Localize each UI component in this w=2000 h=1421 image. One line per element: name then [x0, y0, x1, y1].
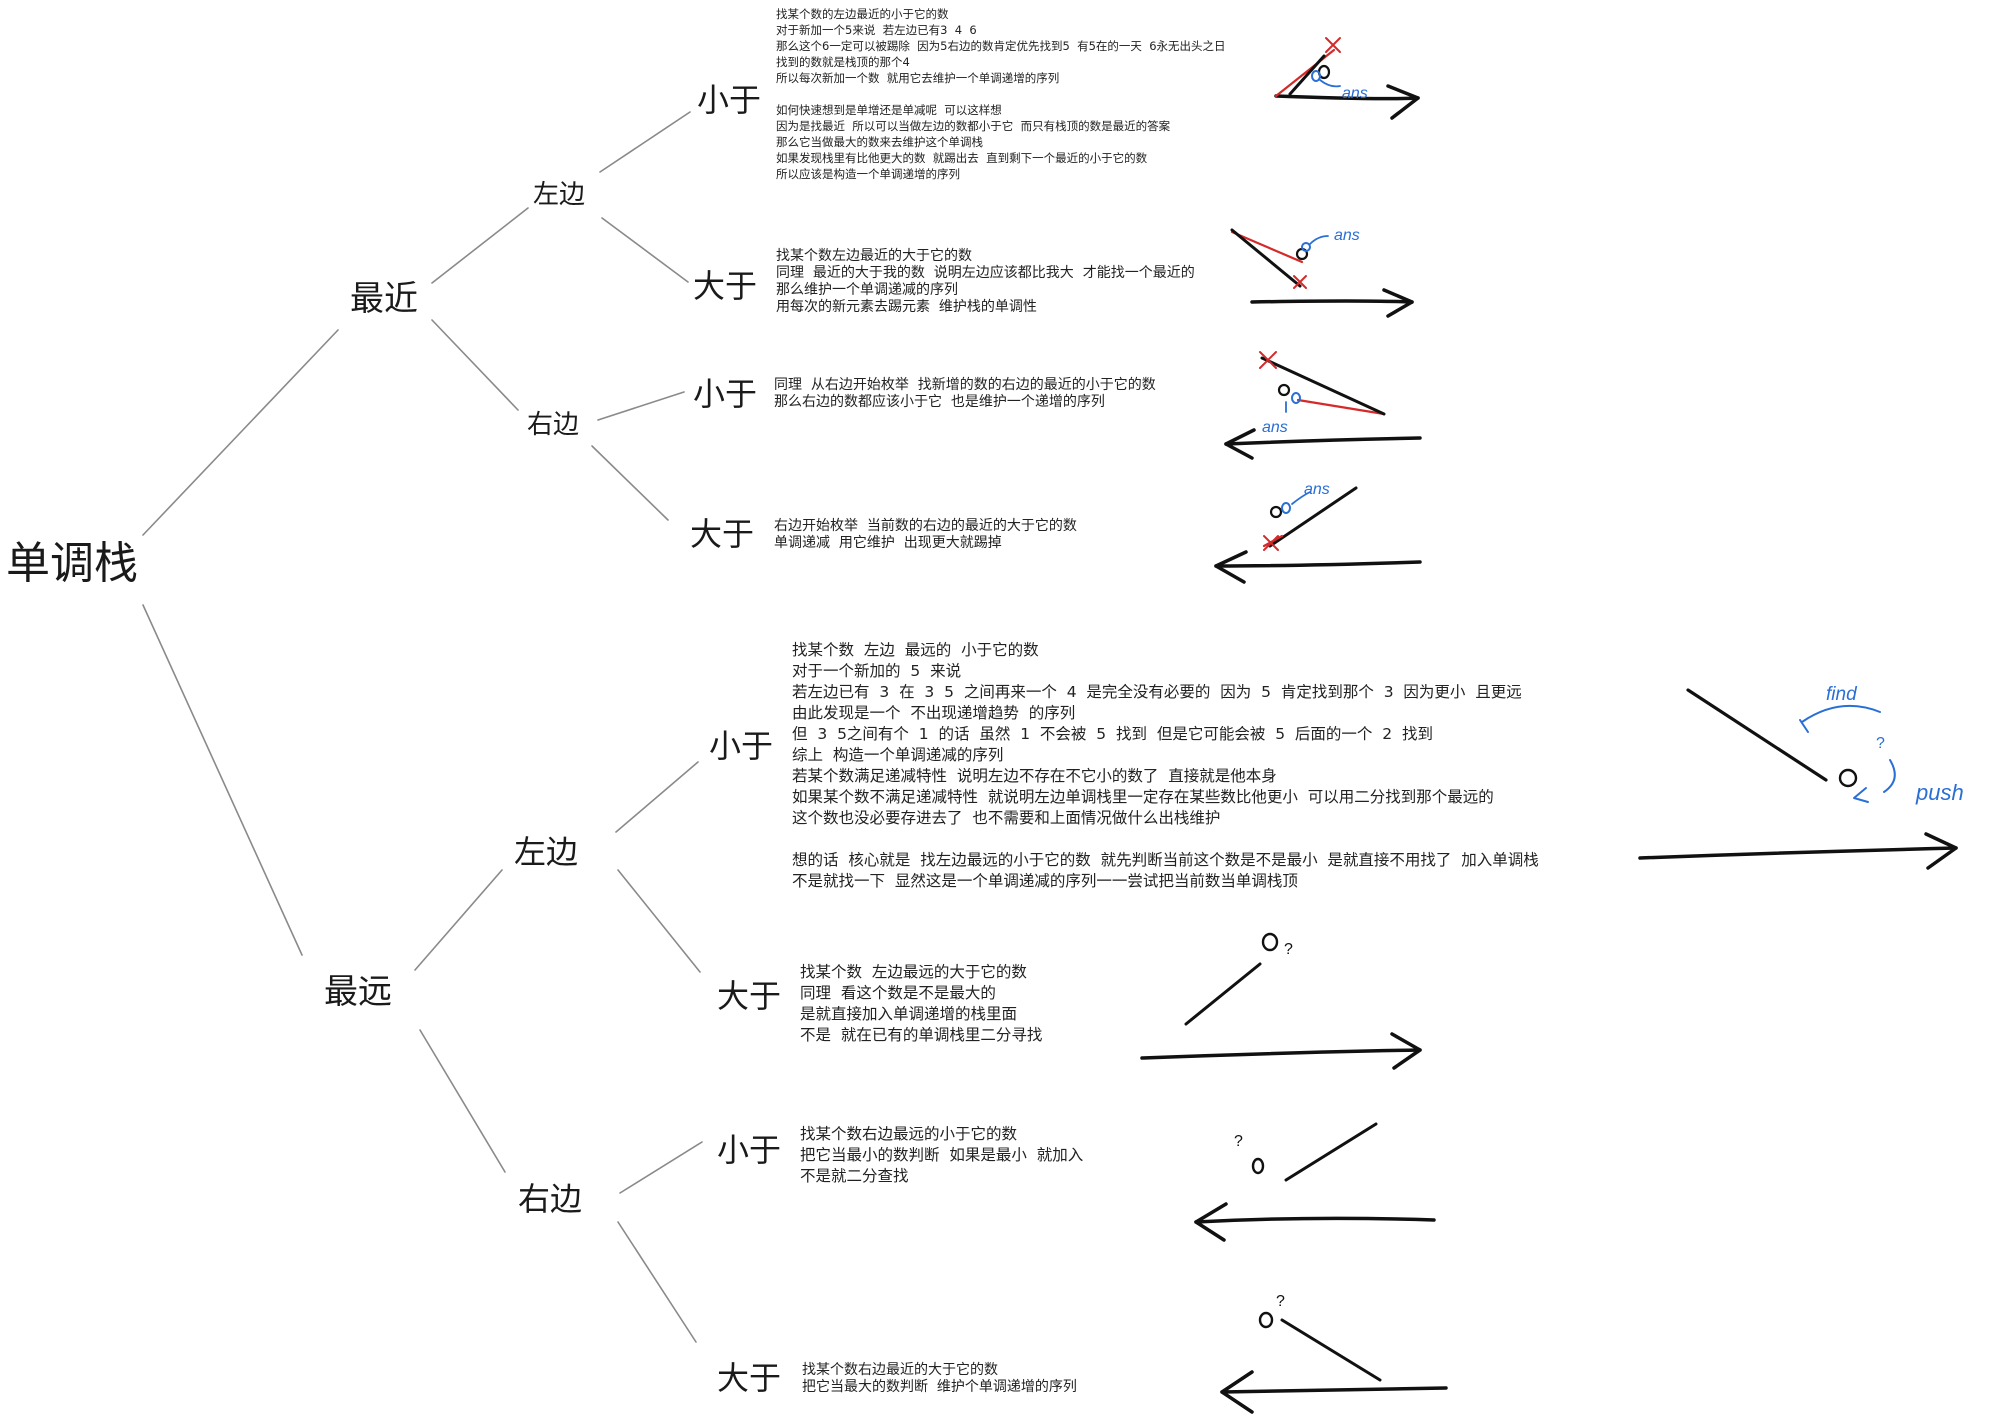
note-line: 把它当最小的数判断 如果是最小 就加入	[800, 1146, 1084, 1164]
note-line: 右边开始枚举 当前数的右边的最近的大于它的数	[774, 518, 1077, 534]
note-line: 找某个数 左边最远的大于它的数	[800, 963, 1027, 981]
note-line: 找某个数 左边 最远的 小于它的数	[792, 641, 1039, 659]
note-line: 但 3 5之间有个 1 的话 虽然 1 不会被 5 找到 但是它可能会被 5 后…	[792, 725, 1433, 743]
note-line: 不是就找一下 显然这是一个单调递减的序列一一尝试把当前数当单调栈顶	[792, 872, 1298, 890]
node-nearest: 最近	[350, 279, 418, 319]
edge-nr-greater	[591, 445, 669, 521]
note-line: 不是就二分查找	[800, 1167, 909, 1185]
note-line: 用每次的新元素去踢元素 维护栈的单调性	[776, 299, 1037, 315]
note-line: 把它当最大的数判断 维护个单调递增的序列	[802, 1379, 1077, 1395]
note-line: 想的话 核心就是 找左边最远的小于它的数 就先判断当前这个数是不是最小 是就直接…	[792, 851, 1539, 869]
edge-root-nearest	[142, 329, 339, 536]
note-line: 若某个数满足递减特性 说明左边不存在不它小的数了 直接就是他本身	[792, 767, 1277, 785]
edge-nearest-left	[431, 207, 529, 284]
note-line: 那么这个6一定可以被踢除 因为5右边的数肯定优先找到5 有5在的一天 6永无出头…	[776, 39, 1226, 53]
note-nr-less: 同理 从右边开始枚举 找新增的数的右边的最近的小于它的数那么右边的数都应该小于它…	[774, 377, 1156, 411]
note-line: 那么它当做最大的数来去维护这个单调栈	[776, 135, 983, 149]
note-line: 如果发现栈里有比他更大的数 就踢出去 直到剩下一个最近的小于它的数	[776, 151, 1148, 165]
node-farthest-right: 右边	[518, 1180, 583, 1218]
note-line: 找某个数的左边最近的小于它的数	[776, 7, 949, 21]
note-line: 同理 从右边开始枚举 找新增的数的右边的最近的小于它的数	[774, 377, 1156, 393]
edge-fl-less	[615, 761, 699, 833]
note-line: 由此发现是一个 不出现递增趋势 的序列	[792, 704, 1076, 722]
note-line	[776, 86, 1226, 102]
note-line: 若左边已有 3 在 3 5 之间再来一个 4 是完全没有必要的 因为 5 肯定找…	[792, 683, 1522, 701]
edge-nl-greater	[601, 217, 689, 283]
edge-fr-greater	[617, 1221, 697, 1343]
edge-fl-greater	[617, 869, 701, 973]
note-line: 所以每次新加一个数 就用它去维护一个单调递增的序列	[776, 71, 1060, 85]
note-line: 所以应该是构造一个单调递增的序列	[776, 167, 960, 181]
note-line: 那么右边的数都应该小于它 也是维护一个递增的序列	[774, 394, 1105, 410]
node-fr-greater: 大于	[717, 1359, 782, 1397]
note-nl-less: 找某个数的左边最近的小于它的数对于新加一个5来说 若左边已有3 4 6 那么这个6…	[776, 6, 1226, 182]
node-fl-greater: 大于	[717, 977, 782, 1015]
node-nr-less: 小于	[693, 375, 758, 413]
note-line	[792, 829, 1539, 850]
node-nr-greater: 大于	[690, 515, 755, 553]
node-nearest-left: 左边	[533, 180, 586, 210]
node-nearest-right: 右边	[527, 410, 580, 440]
node-nl-less: 小于	[697, 81, 762, 119]
note-fr-greater: 找某个数右边最近的大于它的数把它当最大的数判断 维护个单调递增的序列	[802, 1362, 1077, 1396]
edge-nr-less	[597, 391, 685, 421]
note-line: 这个数也没必要存进去了 也不需要和上面情况做什么出栈维护	[792, 809, 1221, 827]
note-nl-greater: 找某个数左边最近的大于它的数同理 最近的大于我的数 说明左边应该都比我大 才能找…	[776, 248, 1195, 316]
note-line: 如何快速想到是单增还是单减呢 可以这样想	[776, 103, 1002, 117]
edge-fr-less	[619, 1141, 703, 1194]
note-line: 同理 看这个数是不是最大的	[800, 984, 996, 1002]
note-fl-greater: 找某个数 左边最远的大于它的数同理 看这个数是不是最大的是就直接加入单调递增的栈…	[800, 962, 1042, 1046]
note-fr-less: 找某个数右边最远的小于它的数把它当最小的数判断 如果是最小 就加入不是就二分查找	[800, 1124, 1083, 1187]
note-line: 不是 就在已有的单调栈里二分寻找	[800, 1026, 1043, 1044]
edge-farthest-left	[414, 869, 503, 971]
node-fl-less: 小于	[709, 727, 774, 765]
note-line: 因为是找最近 所以可以当做左边的数都小于它 而只有栈顶的数是最近的答案	[776, 119, 1171, 133]
note-line: 找某个数右边最远的小于它的数	[800, 1125, 1018, 1143]
note-line: 同理 最近的大于我的数 说明左边应该都比我大 才能找一个最近的	[776, 265, 1195, 281]
note-line: 那么维护一个单调递减的序列	[776, 282, 958, 298]
note-line: 对于新加一个5来说 若左边已有3 4 6	[776, 23, 977, 37]
node-farthest-left: 左边	[514, 833, 579, 871]
note-line: 单调递减 用它维护 出现更大就踢掉	[774, 535, 1002, 551]
note-nr-greater: 右边开始枚举 当前数的右边的最近的大于它的数单调递减 用它维护 出现更大就踢掉	[774, 518, 1077, 552]
note-line: 找某个数右边最近的大于它的数	[802, 1362, 998, 1378]
node-farthest: 最远	[324, 972, 392, 1012]
root-node: 单调栈	[6, 538, 138, 589]
edge-farthest-right	[419, 1029, 506, 1173]
note-line: 综上 构造一个单调递减的序列	[792, 746, 1004, 764]
node-nl-greater: 大于	[693, 267, 758, 305]
note-line: 对于一个新加的 5 来说	[792, 662, 962, 680]
note-fl-less: 找某个数 左边 最远的 小于它的数对于一个新加的 5 来说若左边已有 3 在 3…	[792, 640, 1539, 892]
node-fr-less: 小于	[717, 1131, 782, 1169]
note-line: 是就直接加入单调递增的栈里面	[800, 1005, 1018, 1023]
note-line: 找到的数就是栈顶的那个4	[776, 55, 910, 69]
edge-nl-less	[599, 111, 691, 173]
edge-root-farthest	[142, 604, 303, 956]
note-line: 如果某个数不满足递减特性 就说明左边单调栈里一定存在某些数比他更小 可以用二分找…	[792, 788, 1494, 806]
edge-nearest-right	[431, 319, 519, 411]
note-line: 找某个数左边最近的大于它的数	[776, 248, 972, 264]
